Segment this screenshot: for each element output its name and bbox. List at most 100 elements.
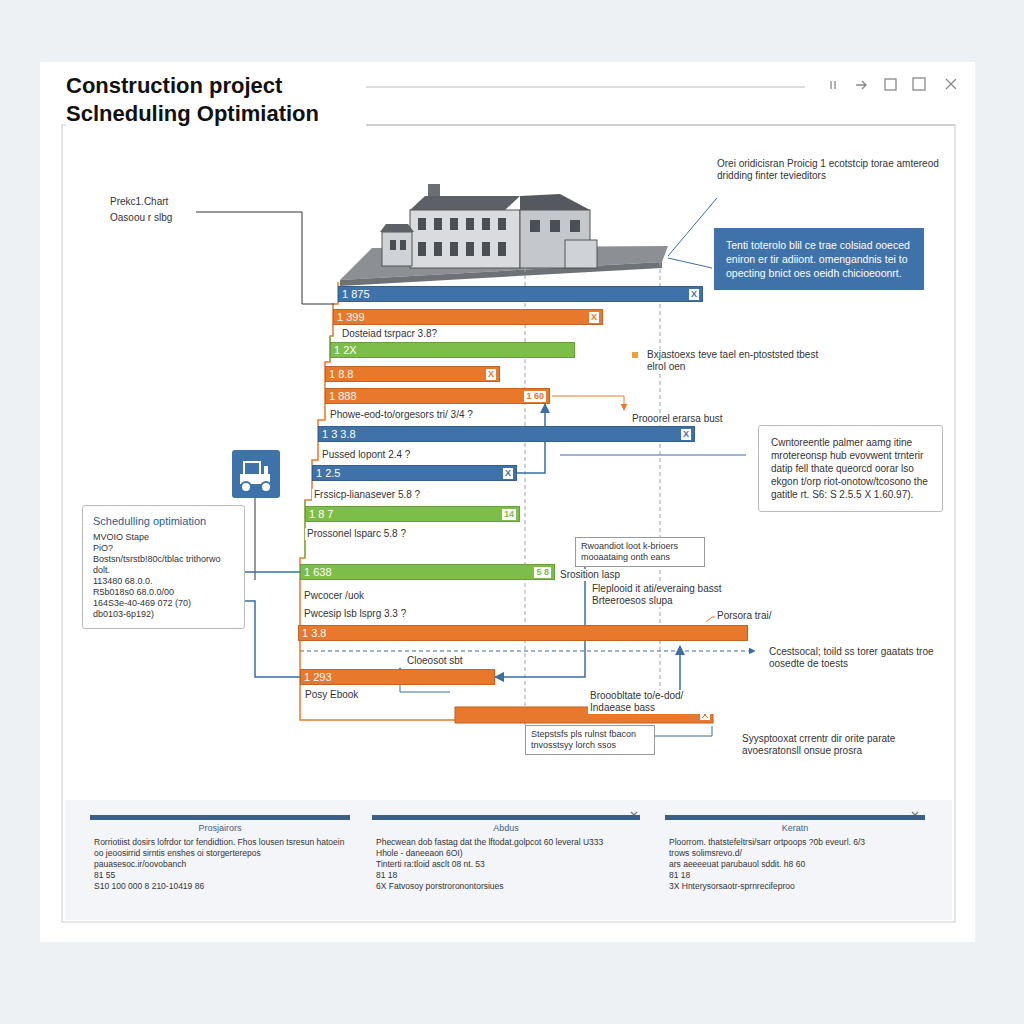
annotation-label: Srosition lasp <box>558 569 622 581</box>
bar-value: 1 399 <box>337 311 365 324</box>
bar-value: 1 293 <box>304 671 332 684</box>
box-text: Bostsn/tsrstb!80c/tblac trithorwo dolt. <box>93 554 234 576</box>
info-panel: AbdusPhecwean dob fastag dat the lftodat… <box>372 815 640 895</box>
building <box>340 184 668 286</box>
box-text: 164S3e-40-469 072 (70) <box>93 598 234 609</box>
leader-line <box>560 455 746 456</box>
box-text: 81 18 <box>376 870 636 881</box>
box-heading: Prosjairors <box>94 823 346 834</box>
annotation-box: Rwoandiot loot k-brioers mooaataing onth… <box>575 537 705 567</box>
leader-line <box>196 198 717 304</box>
annotation-label: Fleplooid it ati/everaing basst Brteeroe… <box>590 583 744 607</box>
bar-mark: X <box>589 312 599 323</box>
annotation-label: Frssicp-lianasever 5.8 ? <box>312 489 422 501</box>
box-text: S10 100 000 8 210-10419 86 <box>94 881 346 892</box>
gantt-bar: 1 293 <box>300 669 495 685</box>
annotation-label: Ccestsocal; toild ss torer gaatats troe … <box>767 646 951 670</box>
annotation-label: Orei oridicisran Proicig 1 ecotstcip tor… <box>715 158 954 182</box>
annotation-label: Syysptooxat crrentr dir orite parate avo… <box>740 733 944 757</box>
info-panel: KeratnPloorrom. thatstefeltrsi/sarr ortp… <box>665 815 925 895</box>
gantt-bar: 1 8.8 X <box>325 366 500 382</box>
bar-mark: 5 8 <box>534 567 551 578</box>
box-text: 81 55 <box>94 870 346 881</box>
annotation-label: Posy Ebook <box>303 689 360 701</box>
box-heading: Rwoandiot loot k-brioers mooaataing onth… <box>581 541 699 563</box>
annotation-label: Bxjastoexs teve tael en-ptoststed tbest … <box>645 349 829 373</box>
page-title: Construction project Sclneduling Optimia… <box>66 72 366 128</box>
window-controls <box>831 78 956 90</box>
box-text: Hhole - daneeaon 6OI) <box>376 848 636 859</box>
grid-line <box>300 262 755 725</box>
box-text: Rorriotiist dosirs lofrdor tor fendidtio… <box>94 837 346 870</box>
leader-line <box>655 726 712 736</box>
box-text: Phecwean dob fastag dat the lftodat.golp… <box>376 837 636 848</box>
bar-value: 1 2X <box>334 344 357 357</box>
box-text: Ploorrom. thatstefeltrsi/sarr ortpoops ?… <box>669 837 921 848</box>
gantt-bar: 1 3 3.8 X <box>318 426 695 442</box>
annotation-label: Prooorel erarsa bust <box>630 413 725 425</box>
box-heading: Stepstsfs pls rulnst fbacon tnvosstsyy l… <box>531 729 649 751</box>
gantt-bar: 1 399 X <box>333 309 603 325</box>
gantt-bar: 1 875 X <box>338 286 703 302</box>
bar-value: 1 3.8 <box>302 627 326 640</box>
annotation-label: Pussed lopont 2.4 ? <box>320 449 412 461</box>
bar-value: 1 2.5 <box>316 467 340 480</box>
bar-value: 1 8.8 <box>329 368 353 381</box>
box-heading: Tenti toterolo blil ce trae colsiad ooec… <box>726 238 912 280</box>
annotation-label: Pwcesip lsb lsprg 3.3 ? <box>302 608 408 620</box>
bar-mark: X <box>689 289 699 300</box>
annotation-label: Oasoou r slbg <box>108 212 174 224</box>
annotation-box: Stepstsfs pls rulnst fbacon tnvosstsyy l… <box>525 725 655 755</box>
box-heading: Schedulling optimiation <box>93 514 234 528</box>
page-card <box>40 62 975 942</box>
bar-mark: X <box>486 369 496 380</box>
box-text: 3X Hnterysorsaotr-sprnrecifeproo <box>669 881 921 892</box>
bar-value: 1 3 3.8 <box>322 428 356 441</box>
box-heading: Abdus <box>376 823 636 834</box>
info-card: Schedulling optimiationMVOIO StapePiO?Bo… <box>82 505 245 629</box>
gantt-bar: 1 638 5 8 <box>300 564 555 580</box>
box-text: ars aeeeeuat parubauol sddit. h8 60 <box>669 859 921 870</box>
bottom-strip <box>65 800 952 920</box>
box-text: db0103-6p192) <box>93 609 234 620</box>
box-text: trows solimsrevo.d/ <box>669 848 921 859</box>
box-text: MVOIO Stape <box>93 532 234 543</box>
box-text: R5b018s0 68.0.0/00 <box>93 587 234 598</box>
bar-value: 1 8 7 <box>309 508 333 521</box>
gantt-bar: 1 3.8 <box>298 625 748 641</box>
annotation-label: Brooobltate to/e-dod/ Indaease bass <box>588 690 727 714</box>
note-box: Cwntoreentle palmer aamg itine mrotereon… <box>758 425 943 512</box>
box-heading: Keratn <box>669 823 921 834</box>
info-panel: ProsjairorsRorriotiist dosirs lofrdor to… <box>90 815 350 895</box>
callout-box: Tenti toterolo blil ce trae colsiad ooec… <box>714 228 924 290</box>
annotation-label: Phowe-eod-to/orgesors tri/ 3/4 ? <box>328 409 475 421</box>
annotation-label: Cloeosot sbt <box>405 655 465 667</box>
leader-arrow <box>552 396 624 410</box>
bar-value: 1 875 <box>342 288 370 301</box>
gantt-bar: 1 8881 60 <box>325 388 550 404</box>
box-heading: Cwntoreentle palmer aamg itine mrotereon… <box>771 436 930 501</box>
box-text: PiO? <box>93 543 234 554</box>
annotation-label: Porsora trai/ <box>715 610 773 622</box>
box-text: Tinterti ra:tloid asclt 08 nt. 53 <box>376 859 636 870</box>
gantt-bar: 1 2X <box>330 342 575 358</box>
rule <box>358 125 955 126</box>
box-text: 113480 68.0.0. <box>93 576 234 587</box>
box-text: 81 18 <box>669 870 921 881</box>
gantt-bar: 1 2.5 X <box>312 465 517 481</box>
bar-mark: 14 <box>502 509 516 520</box>
box-text: 6X Fatvosoy porstroronontorsiues <box>376 881 636 892</box>
frame <box>62 125 955 922</box>
bar-mark: X <box>503 468 513 479</box>
rule <box>315 87 805 88</box>
bar-value: 1 638 <box>304 566 332 579</box>
bar-mark: X <box>681 429 691 440</box>
gantt-bar: 1 8 7 14 <box>305 506 520 522</box>
annotation-label: Pwcocer /uok <box>302 590 366 602</box>
bar-value: 1 888 <box>329 390 357 403</box>
annotation-label: Prossonel lsparc 5.8 ? <box>305 528 408 540</box>
marker-square <box>632 352 638 358</box>
annotation-label: Prekc1.Chart <box>108 196 170 208</box>
connector <box>245 571 300 573</box>
connector <box>245 601 300 677</box>
